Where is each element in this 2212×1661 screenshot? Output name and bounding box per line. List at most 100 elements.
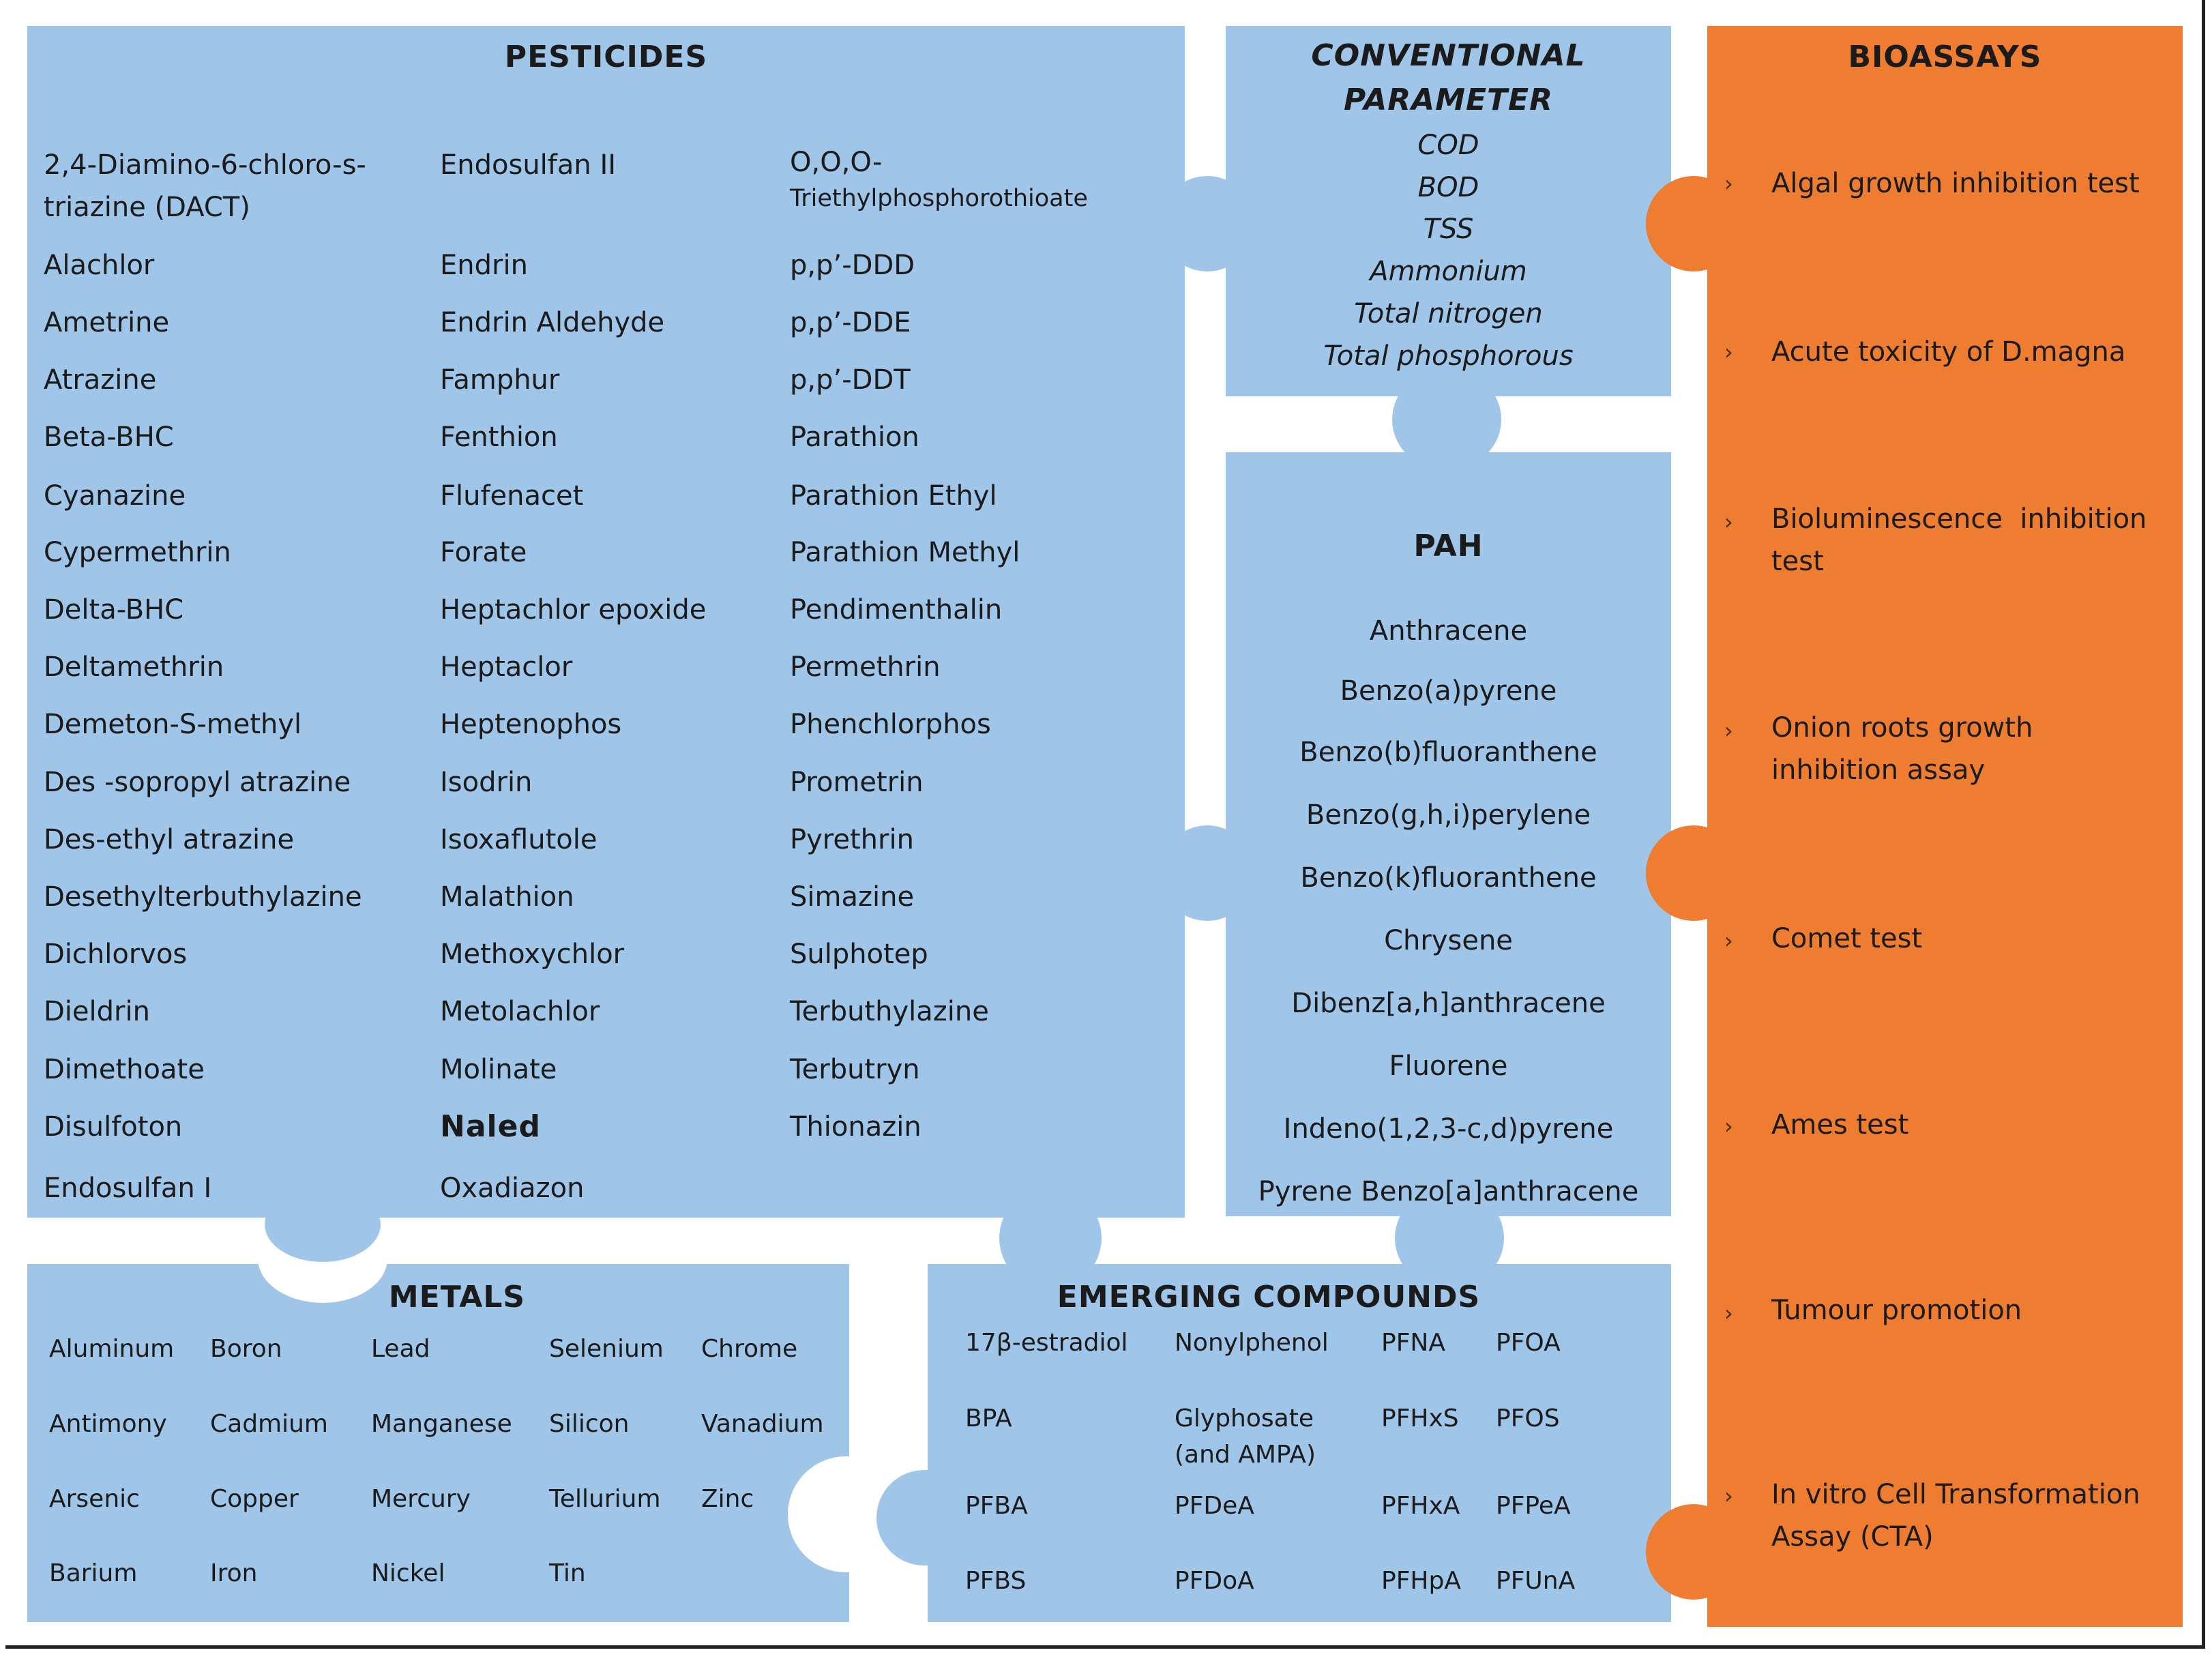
chevron-right-icon: ›	[1724, 928, 1733, 954]
pesticide-item: Endrin Aldehyde	[440, 307, 665, 338]
metal-item: Vanadium	[701, 1410, 824, 1438]
pah-item: Benzo(k)fluoranthene	[1300, 862, 1597, 894]
metal-item: Chrome	[701, 1335, 798, 1363]
pesticide-item: Forate	[440, 537, 527, 568]
emerging-item: PFBS	[965, 1567, 1027, 1595]
pah-item: Anthracene	[1369, 615, 1528, 647]
pesticide-item: Heptenophos	[440, 709, 622, 740]
pesticide-item: Delta-BHC	[44, 594, 184, 626]
metal-item: Iron	[210, 1559, 258, 1587]
pesticide-item: Naled	[440, 1109, 541, 1144]
pesticide-item: Pyrethrin	[790, 824, 914, 855]
bioassay-label: inhibition assay	[1771, 754, 1986, 786]
pesticide-item: Disulfoton	[44, 1111, 183, 1143]
pesticide-item: Parathion	[790, 422, 919, 453]
emerging-item: PFHxA	[1381, 1492, 1460, 1520]
puzzle-tab-pesticides-pah	[1160, 825, 1255, 921]
pah-item: Benzo(a)pyrene	[1340, 675, 1557, 707]
bioassay-item: Bioluminescence inhibition test	[1771, 498, 2174, 583]
metal-item: Tin	[549, 1559, 586, 1587]
pesticide-item: Molinate	[440, 1054, 557, 1085]
pesticide-item: Isodrin	[440, 767, 533, 798]
metals-panel	[27, 1264, 849, 1622]
emerging-item: Glyphosate	[1175, 1405, 1314, 1432]
emerging-item: (and AMPA)	[1175, 1441, 1316, 1469]
puzzle-tab-conventional-pah	[1392, 368, 1501, 471]
pah-panel	[1226, 452, 1671, 1216]
chevron-right-icon: ›	[1724, 1300, 1733, 1326]
pesticide-item: Pendimenthalin	[790, 594, 1003, 626]
chevron-right-icon: ›	[1724, 339, 1733, 365]
metal-item: Copper	[210, 1485, 299, 1513]
conventional-title-line1: CONVENTIONAL	[1311, 38, 1586, 73]
pesticide-item: Endrin	[440, 250, 528, 281]
metal-item: Cadmium	[210, 1410, 329, 1438]
conventional-item: Total nitrogen	[1354, 298, 1543, 329]
puzzle-tab-bioassays-top	[1646, 176, 1741, 271]
pesticide-item: Dieldrin	[44, 996, 150, 1027]
pesticide-item: Permethrin	[790, 651, 941, 683]
bioassays-title: BIOASSAYS	[1848, 40, 2042, 74]
pesticide-item: Heptachlor epoxide	[440, 594, 707, 626]
pesticide-item: Des -sopropyl atrazine	[44, 767, 351, 798]
bioassay-label: Onion roots growth	[1771, 712, 2033, 744]
pesticide-item: Ametrine	[44, 307, 170, 338]
bioassay-label: In vitro Cell Transformation	[1771, 1479, 2140, 1510]
emerging-compounds-panel	[928, 1264, 1671, 1622]
pesticide-item: Flufenacet	[440, 480, 584, 512]
conventional-item: TSS	[1423, 214, 1474, 245]
frame-right-line	[2202, 0, 2205, 1649]
emerging-item: PFOA	[1496, 1329, 1561, 1357]
metal-item: Zinc	[701, 1485, 754, 1513]
pesticide-item: Endosulfan I	[44, 1173, 212, 1204]
bioassay-label: Ames test	[1771, 1109, 1909, 1141]
metal-item: Tellurium	[549, 1485, 661, 1513]
pesticide-item: Terbuthylazine	[790, 996, 989, 1027]
bioassays-panel	[1707, 26, 2183, 1627]
bioassay-label: Comet test	[1771, 923, 1923, 954]
metal-item: Mercury	[371, 1485, 471, 1513]
pesticide-item: Des-ethyl atrazine	[44, 824, 295, 855]
pesticide-item: Beta-BHC	[44, 422, 174, 453]
frame-bottom-line	[5, 1645, 2205, 1649]
pah-title: PAH	[1413, 529, 1484, 563]
pesticide-item: Dimethoate	[44, 1054, 205, 1085]
pesticide-item: p,p’-DDE	[790, 307, 911, 338]
puzzle-tab-pah-emerging	[1395, 1187, 1504, 1289]
pah-item: Fluorene	[1389, 1050, 1508, 1082]
metal-item: Barium	[49, 1559, 138, 1587]
bioassay-label: Assay (CTA)	[1771, 1521, 1934, 1553]
puzzle-tab-pesticides-metals	[265, 1187, 381, 1262]
bioassay-label: Algal growth inhibition test	[1771, 168, 2140, 199]
pesticide-item: 2,4-Diamino-6-chloro-s-	[44, 149, 366, 181]
emerging-item: PFDeA	[1175, 1492, 1254, 1520]
metal-item: Selenium	[549, 1335, 664, 1363]
conventional-title-line2: PARAMETER	[1344, 83, 1553, 117]
pesticides-panel	[27, 26, 1185, 1218]
pesticide-item: Cyanazine	[44, 480, 186, 512]
pesticide-item: Parathion Methyl	[790, 537, 1020, 568]
emerging-item: PFDoA	[1175, 1567, 1254, 1595]
pesticide-item: Oxadiazon	[440, 1173, 585, 1204]
pah-item: Indeno(1,2,3-c,d)pyrene	[1283, 1113, 1614, 1145]
emerging-item: PFBA	[965, 1492, 1028, 1520]
metal-item: Lead	[371, 1335, 430, 1363]
bioassay-item: In vitro Cell Transformation Assay (CTA)	[1771, 1473, 2174, 1558]
pesticide-item: Phenchlorphos	[790, 709, 991, 740]
pesticide-item: Alachlor	[44, 250, 155, 281]
pesticide-item: O,O,O-	[790, 147, 883, 178]
puzzle-tab-pesticides-conventional	[1160, 176, 1255, 271]
metal-item: Arsenic	[49, 1485, 140, 1513]
pesticide-item: Cypermethrin	[44, 537, 231, 568]
bioassay-label: Tumour promotion	[1771, 1295, 2022, 1326]
emerging-item: Nonylphenol	[1175, 1329, 1329, 1357]
emerging-item: BPA	[965, 1405, 1012, 1432]
conventional-item: COD	[1417, 130, 1479, 161]
puzzle-tab-pesticides-emerging	[999, 1187, 1102, 1289]
emerging-item: PFNA	[1381, 1329, 1445, 1357]
pesticide-item: Deltamethrin	[44, 651, 224, 683]
pesticide-item: Demeton-S-methyl	[44, 709, 302, 740]
pah-item: Benzo(g,h,i)perylene	[1306, 799, 1591, 831]
pesticide-item: Endosulfan II	[440, 149, 617, 181]
pesticide-item: Famphur	[440, 364, 560, 396]
